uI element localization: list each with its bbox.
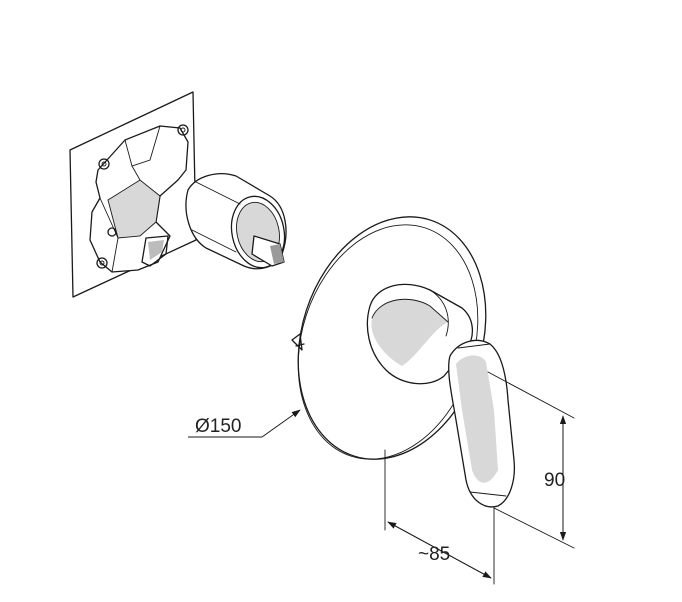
valve-body-assembly — [69, 91, 287, 298]
diameter-label: Ø150 — [195, 416, 241, 437]
height-dimension: 90 — [487, 371, 575, 549]
mounting-plate — [69, 91, 197, 298]
diameter-dimension: Ø150 — [188, 409, 301, 438]
height-label: 90 — [544, 470, 565, 491]
depth-dimension: ~85 — [384, 449, 495, 585]
mounting-hole — [177, 124, 189, 136]
cartridge-face — [230, 195, 286, 269]
depth-label: ~85 — [418, 544, 450, 565]
mounting-hole — [98, 158, 110, 170]
mixer-handle — [366, 283, 516, 508]
mounting-hole — [96, 257, 108, 269]
valve-port — [141, 235, 169, 267]
